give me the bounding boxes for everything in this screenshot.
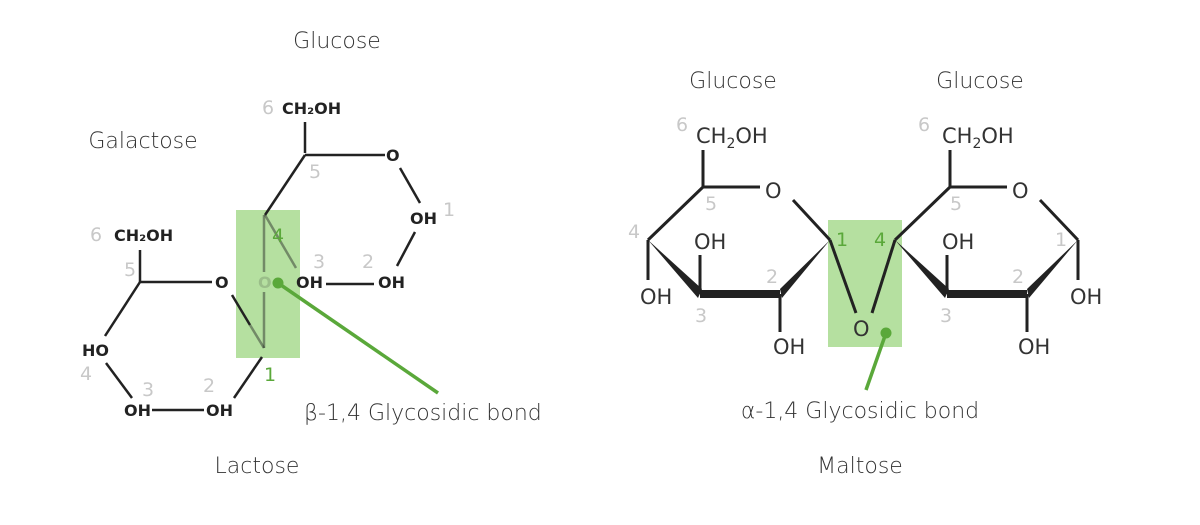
carbon-number: 2 [362,251,374,273]
ring-oxygen: O [386,146,400,165]
ch2oh-group: CH2OH [696,124,768,152]
beta-bond-label: β-1,4 Glycosidic bond [304,401,542,426]
carbon-number: 6 [676,114,688,136]
ring-oxygen: O [215,273,229,292]
hydroxyl-group: OH [410,209,437,228]
carbon-number: 5 [124,259,136,281]
hydroxyl-group: OH [1018,335,1050,359]
carbon-number: 6 [918,114,930,136]
ring-oxygen: O [1012,179,1029,203]
carbon-number-highlighted: 1 [264,364,276,386]
carbon-number: 6 [90,224,102,246]
carbon-number: 3 [142,379,154,401]
alpha-bond-label: α-1,4 Glycosidic bond [741,399,979,424]
glycosidic-oxygen: O [853,317,870,341]
hydroxyl-group: HO [82,341,109,360]
ch2oh-group: CH2OH [942,124,1014,152]
glucose-label: Glucose [293,29,381,54]
maltose-title: Maltose [817,454,903,479]
hydroxyl-group: OH [378,273,405,292]
carbon-number: 2 [1012,266,1024,288]
lactose-title: Lactose [215,454,300,479]
carbon-number: 6 [262,97,274,119]
carbon-number: 1 [1055,229,1067,251]
bond-pointer-line [277,281,439,395]
hydroxyl-group: OH [942,230,974,254]
carbon-number: 2 [203,375,215,397]
ch2oh-group: CH₂OH [114,226,173,245]
hydroxyl-group: OH [206,401,233,420]
hydroxyl-group: OH [296,273,323,292]
glucose-right-label: Glucose [936,69,1024,94]
carbon-number: 1 [443,199,455,221]
lactose-structure: Glucose Galactose Lactose 6 CH₂OH O 5 OH… [80,29,542,479]
carbon-number: 5 [309,161,321,183]
hydroxyl-group: OH [773,335,805,359]
carbon-number: 3 [313,251,325,273]
hydroxyl-group: OH [640,285,672,309]
carbon-number: 5 [950,193,962,215]
ring-oxygen: O [765,179,782,203]
maltose-structure: Glucose Glucose Maltose 6 CH2OH O 5 4 OH… [628,69,1102,479]
glycosidic-bond-highlight [828,220,902,347]
bond-pointer-line [864,332,888,391]
carbon-number-highlighted: 4 [272,225,284,247]
carbon-number: 3 [695,305,707,327]
carbon-number: 2 [766,266,778,288]
bond-pointer-dot [880,327,892,339]
carbon-number: 4 [628,221,640,243]
bond-pointer-dot [272,277,284,289]
carbon-number: 3 [940,305,952,327]
carbon-number-highlighted: 1 [836,229,848,251]
carbon-number: 5 [705,193,717,215]
carbon-number-highlighted: 4 [874,229,886,251]
hydroxyl-group: OH [694,230,726,254]
hydroxyl-group: OH [1070,285,1102,309]
glucose-left-label: Glucose [689,69,777,94]
ch2oh-group: CH₂OH [282,99,341,118]
glycosidic-oxygen: O [258,273,272,292]
carbon-number: 4 [80,363,92,385]
glycosidic-bond-highlight [236,210,300,358]
galactose-label: Galactose [88,129,197,154]
hydroxyl-group: OH [124,401,151,420]
